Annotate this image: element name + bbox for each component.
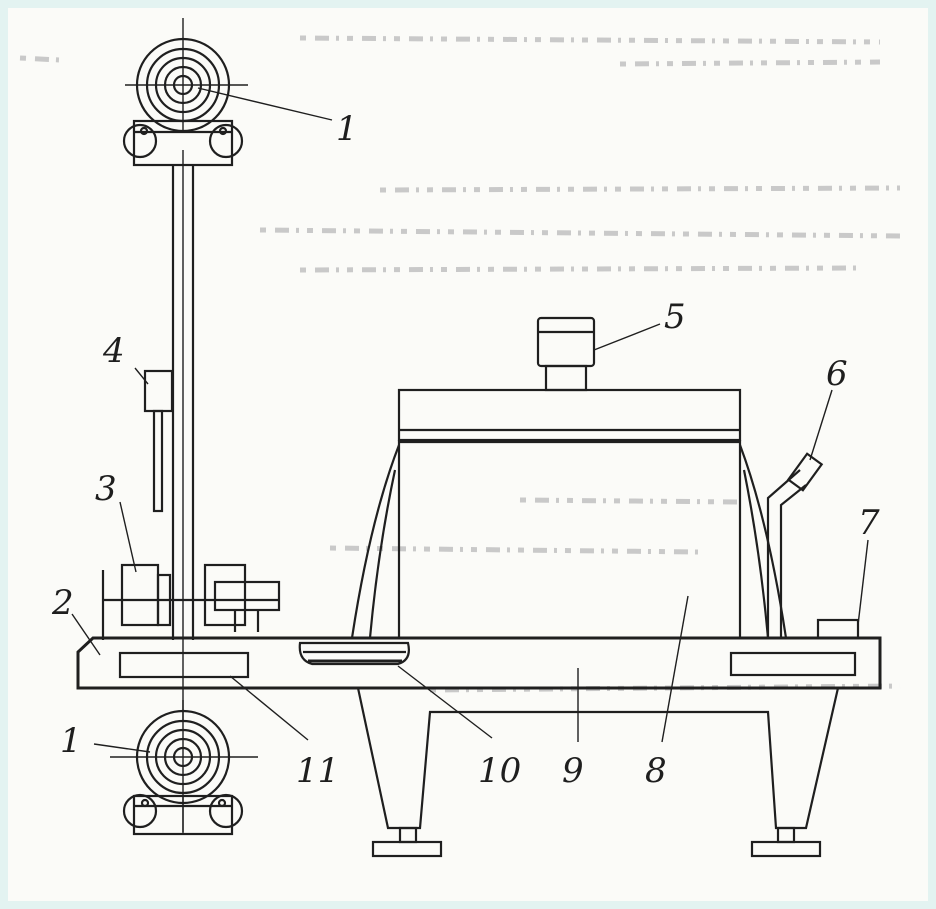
- callout-11: 11: [296, 751, 339, 791]
- callout-5: 5: [664, 297, 686, 337]
- control-box: [816, 618, 860, 640]
- drive-unit: [101, 563, 281, 640]
- conveyor-roller: [298, 641, 410, 666]
- leader-lines: [71, 87, 869, 753]
- stand-frame: [356, 687, 840, 858]
- callout-8: 8: [645, 751, 667, 791]
- callout-3: 3: [95, 469, 117, 509]
- vertical-column: [171, 150, 195, 720]
- fan-motor: [536, 316, 596, 392]
- bottom-film-roll: [110, 700, 258, 836]
- callout-9: 9: [562, 751, 584, 791]
- sensor-unit: [143, 369, 174, 513]
- heat-tunnel-chamber: [350, 388, 788, 639]
- callout-1-bottom: 1: [60, 721, 82, 761]
- callout-7: 7: [858, 503, 880, 543]
- callout-10: 10: [478, 751, 521, 791]
- callout-2: 2: [51, 583, 74, 623]
- callout-4: 4: [102, 331, 125, 371]
- callout-1-top: 1: [336, 109, 358, 149]
- top-film-roll: [122, 18, 248, 167]
- callout-6: 6: [826, 354, 848, 394]
- callout-labels: 1 4 3 2 5 6 7 1 11 10 9 8: [51, 109, 880, 791]
- control-lever: [766, 452, 824, 638]
- table-top: [76, 636, 882, 690]
